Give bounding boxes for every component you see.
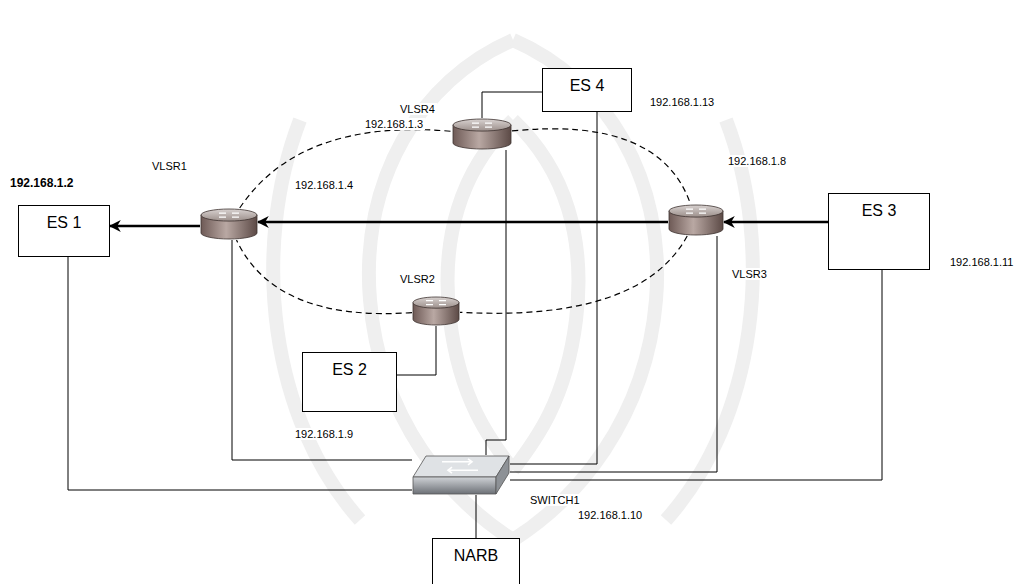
control-link (486, 150, 506, 455)
router-icon: VLSR4 (452, 118, 512, 150)
traffic-arrow (724, 221, 828, 224)
device-label: VLSR2 (398, 273, 437, 285)
watermark-arc (369, 40, 513, 540)
router-symbol (452, 118, 512, 150)
router-icon: VLSR1 (200, 208, 258, 240)
control-link (510, 236, 717, 472)
ring-link (237, 240, 412, 314)
ring-link (240, 130, 452, 208)
ip-address: 192.168.1.10 (576, 509, 644, 521)
control-link (232, 240, 412, 460)
ip-address: 192.168.1.13 (648, 96, 716, 108)
router-icon: VLSR2 (412, 296, 460, 326)
control-link (68, 257, 412, 490)
end-system-box: ES 4 (542, 68, 632, 112)
ip-address: 192.168.1.8 (726, 155, 788, 167)
end-system-box: ES 3 (828, 193, 930, 270)
control-link (482, 92, 542, 118)
switch-symbol (412, 455, 510, 495)
router-symbol (412, 296, 460, 326)
ring-link (512, 129, 690, 204)
end-system-box: ES 1 (18, 205, 110, 257)
end-system-box: ES 2 (302, 352, 397, 412)
control-link (476, 495, 477, 538)
ip-address: 192.168.1.2 (8, 176, 75, 190)
node-label: ES 4 (543, 69, 631, 95)
control-link (510, 270, 882, 480)
node-label: ES 1 (19, 206, 109, 232)
device-label: VLSR1 (150, 160, 189, 172)
control-link (397, 326, 436, 375)
node-label: ES 2 (303, 353, 396, 379)
device-label: VLSR3 (730, 268, 769, 280)
router-symbol (668, 204, 724, 236)
switch-icon: SWITCH1 (412, 455, 510, 495)
control-link (510, 112, 597, 464)
ip-address: 192.168.1.4 (293, 179, 355, 191)
watermark-arc (448, 120, 513, 470)
device-label: SWITCH1 (528, 494, 582, 506)
ip-address: 192.168.1.9 (293, 428, 355, 440)
watermark-arc (513, 40, 657, 540)
watermark-arc (513, 120, 578, 470)
router-icon: VLSR3 (668, 204, 724, 236)
server-box: NARB (432, 538, 520, 584)
router-symbol (200, 208, 258, 240)
ip-address: 192.168.1.11 (948, 256, 1015, 268)
ip-address: 192.168.1.3 (363, 118, 425, 130)
device-label: VLSR4 (398, 103, 437, 115)
ring-link (460, 236, 687, 313)
traffic-arrow (258, 221, 668, 224)
traffic-arrow (110, 225, 200, 228)
node-label: ES 3 (829, 194, 929, 220)
node-label: NARB (433, 539, 519, 565)
